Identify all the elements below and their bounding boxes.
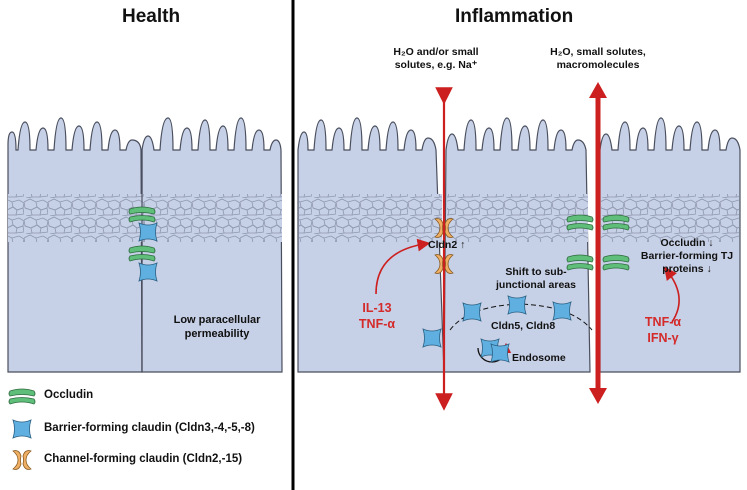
cldn2-label: Cldn2 ↑ bbox=[428, 239, 466, 251]
legend-channel-label: Channel-forming claudin (Cldn2,-15) bbox=[44, 453, 243, 465]
inflam-cell-1 bbox=[297, 117, 445, 373]
legend-occludin-label: Occludin bbox=[44, 389, 94, 401]
legend-barrier-label: Barrier-forming claudin (Cldn3,-4,-5,-8) bbox=[44, 422, 255, 434]
occludin-down-label: Occludin ↓ Barrier-forming TJ proteins ↓ bbox=[640, 237, 734, 275]
health-epithelium bbox=[7, 117, 283, 373]
flux-arrow-right bbox=[589, 82, 607, 404]
subjunctional-claudin-3 bbox=[552, 301, 572, 321]
health-cell-right bbox=[141, 117, 283, 373]
inflam-cell-2 bbox=[443, 117, 591, 373]
shift-label: Shift to sub- junctional areas bbox=[496, 266, 576, 291]
flux-left-label: H₂O and/or small solutes, e.g. Na⁺ bbox=[393, 46, 479, 71]
inflammation-epithelium bbox=[297, 117, 741, 373]
cell1-claudin bbox=[422, 328, 442, 348]
occludin-icon bbox=[8, 388, 36, 405]
cytokine-arrow-left bbox=[375, 238, 431, 295]
inflammation-title: Inflammation bbox=[455, 6, 574, 27]
inflam-cell-3 bbox=[599, 117, 741, 373]
subjunctional-claudin-1 bbox=[462, 302, 482, 322]
health-barrier-claudin-1 bbox=[138, 222, 158, 242]
flux-right-label: H₂O, small solutes, macromolecules bbox=[550, 46, 646, 71]
health-title: Health bbox=[122, 6, 181, 27]
endosome bbox=[477, 338, 512, 363]
health-permeability-label: Low paracellular permeability bbox=[173, 314, 261, 340]
cytokine-arrow-right bbox=[664, 266, 680, 323]
subjunctional-claudin-2 bbox=[507, 295, 527, 315]
cldn58-label: Cldn5, Cldn8 bbox=[491, 320, 556, 332]
health-cell-left bbox=[7, 117, 143, 373]
endosome-label: Endosome bbox=[512, 352, 566, 364]
cytokines-right: TNF-α IFN-γ bbox=[644, 315, 682, 345]
health-barrier-claudin-2 bbox=[138, 262, 158, 282]
barrier-claudin-icon bbox=[12, 419, 32, 439]
cytokines-left: IL-13 TNF-α bbox=[358, 301, 396, 331]
channel-claudin-icon bbox=[12, 450, 32, 470]
